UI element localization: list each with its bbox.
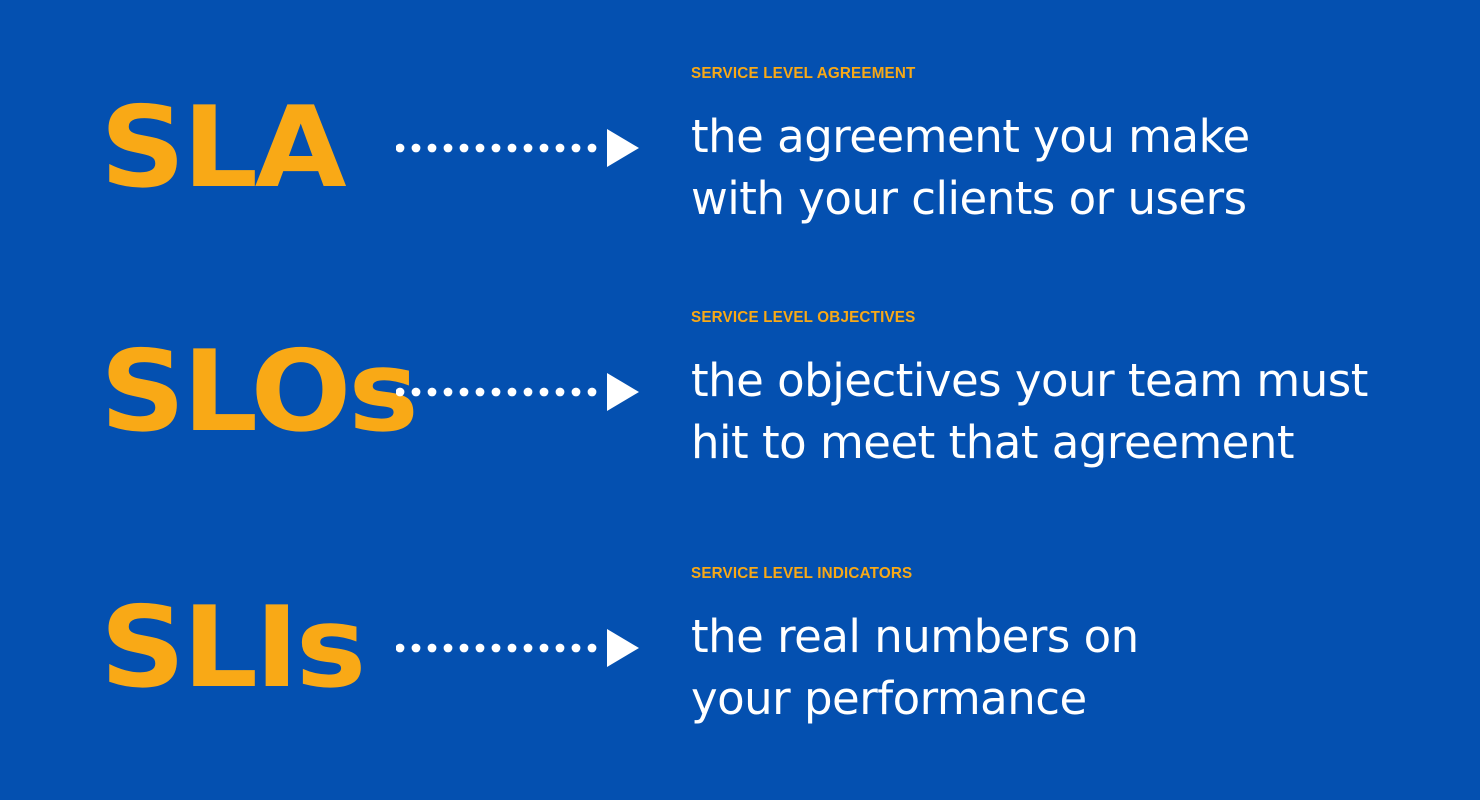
caption-label-sla: SERVICE LEVEL AGREEMENT bbox=[691, 65, 916, 82]
definition-text-slos: SERVICE LEVEL OBJECTIVES the objectives … bbox=[691, 297, 1368, 487]
connector-container-slis bbox=[396, 553, 640, 743]
acronym-container-slis: SLIs bbox=[100, 553, 366, 743]
caption-label-slis: SERVICE LEVEL INDICATORS bbox=[691, 565, 913, 582]
body-line: the objectives your team must bbox=[691, 354, 1368, 407]
definition-row-slis: SLIs bbox=[0, 553, 1480, 743]
dotted-arrow-right-icon bbox=[396, 373, 639, 411]
body-line: the real numbers on bbox=[691, 610, 1139, 663]
body-text-slos: the objectives your team must hit to mee… bbox=[691, 350, 1368, 474]
dotted-arrow-right-icon bbox=[396, 129, 639, 167]
definition-text-sla: SERVICE LEVEL AGREEMENT the agreement yo… bbox=[691, 53, 1250, 243]
body-text-slis: the real numbers on your performance bbox=[691, 606, 1139, 730]
definition-text-slis: SERVICE LEVEL INDICATORS the real number… bbox=[691, 553, 1139, 743]
body-line: hit to meet that agreement bbox=[691, 416, 1295, 469]
body-line: with your clients or users bbox=[691, 172, 1247, 225]
caption-label-slos: SERVICE LEVEL OBJECTIVES bbox=[691, 309, 916, 326]
acronym-label-slos: SLOs bbox=[100, 327, 419, 457]
body-text-sla: the agreement you make with your clients… bbox=[691, 106, 1250, 230]
definition-row-sla: SLA bbox=[0, 53, 1480, 243]
acronym-label-slis: SLIs bbox=[100, 583, 366, 713]
acronym-label-sla: SLA bbox=[100, 83, 347, 213]
connector-container-sla bbox=[396, 53, 640, 243]
acronym-container-sla: SLA bbox=[100, 53, 347, 243]
connector-container-slos bbox=[396, 297, 640, 487]
body-line: your performance bbox=[691, 672, 1087, 725]
acronym-container-slos: SLOs bbox=[100, 297, 419, 487]
definition-row-slos: SLOs bbox=[0, 297, 1480, 487]
body-line: the agreement you make bbox=[691, 110, 1250, 163]
dotted-arrow-right-icon bbox=[396, 629, 639, 667]
